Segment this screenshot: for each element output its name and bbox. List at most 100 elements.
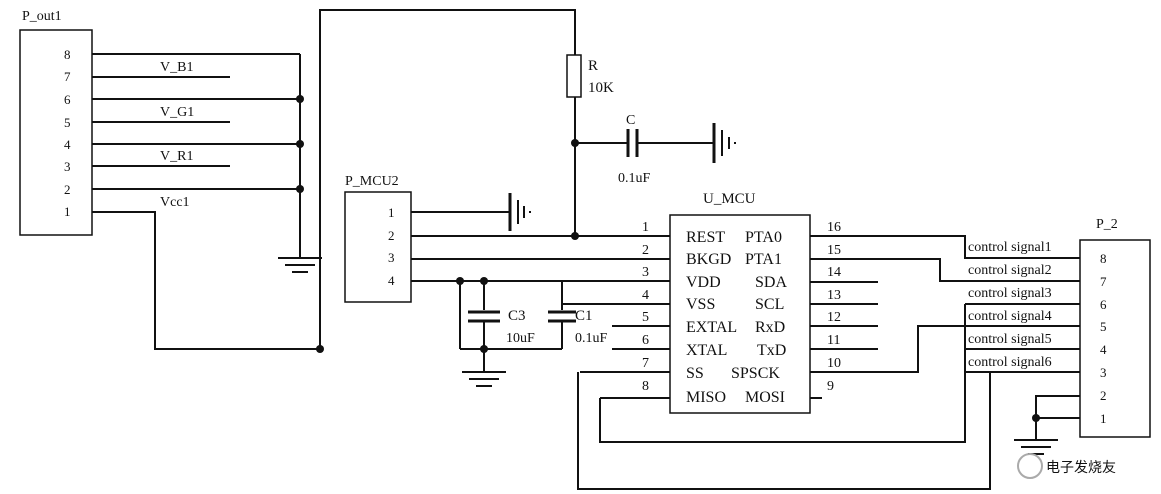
vcc-rail (316, 9, 576, 353)
net-label-v-r1: V_R1 (160, 149, 193, 164)
net-label-v-g1: V_G1 (160, 105, 194, 120)
p-mcu2-body (344, 191, 412, 303)
u-mcu-pin-num-11: 11 (827, 333, 840, 348)
u-mcu-pin-label-txd: TxD (757, 342, 786, 359)
resistor-value: 10K (588, 80, 614, 96)
u-mcu-pin-num-13: 13 (827, 288, 841, 303)
u-mcu-pin-label-rxd: RxD (755, 319, 785, 336)
p-mcu2-name: P_MCU2 (345, 174, 399, 189)
u-mcu-pin-label-vdd: VDD (686, 274, 721, 291)
resistor-body (566, 54, 582, 98)
junction-dot (1032, 414, 1040, 422)
watermark-logo-icon (1017, 453, 1043, 479)
p-out1-pin-1: 1 (64, 204, 71, 219)
u-mcu-pin-num-5: 5 (642, 310, 649, 325)
junction-dot (296, 95, 304, 103)
u-mcu-pin-label-rest: REST (686, 229, 725, 246)
u-mcu-pin-label-bkgd: BKGD (686, 251, 731, 268)
u-mcu-pin-num-1: 1 (642, 220, 649, 235)
u-mcu-pin-label-pta1: PTA1 (745, 251, 782, 268)
control-signal-wires: control signal1 control signal2 control … (577, 235, 1080, 490)
control-signal-4-label: control signal4 (968, 309, 1052, 324)
p-out1-name: P_out1 (22, 9, 62, 24)
u-mcu-pin-num-10: 10 (827, 356, 841, 371)
p-out1-pin-3: 3 (64, 159, 71, 174)
p-out1-pin-4: 4 (64, 137, 71, 152)
watermark-text: 电子发烧友 (1046, 460, 1116, 476)
cap-c1-value: 0.1uF (575, 331, 608, 346)
u-mcu-pin-label-pta0: PTA0 (745, 229, 782, 246)
u-mcu-pin-label-sda: SDA (755, 274, 787, 291)
u-mcu-chip: U_MCU 1 2 3 4 5 6 7 8 REST BKGD VDD VSS … (562, 191, 878, 414)
junction-dot (296, 140, 304, 148)
u-mcu-pin-num-15: 15 (827, 243, 841, 258)
p-mcu2-wires (411, 193, 670, 305)
p-mcu2-pin-4: 4 (388, 273, 395, 288)
p-out1-body (19, 29, 93, 236)
cap-c1-name: C1 (575, 308, 593, 324)
p-2-pin-6: 6 (1100, 297, 1107, 312)
p-2-pin-3: 3 (1100, 365, 1107, 380)
p-mcu2-connector: P_MCU2 1 2 3 4 (344, 174, 412, 303)
control-signal-3-label: control signal3 (968, 286, 1052, 301)
p-out1-wires: V_B1 V_G1 V_R1 Vcc1 (92, 53, 320, 350)
control-signal-1-label: control signal1 (968, 240, 1052, 255)
u-mcu-pin-label-xtal: XTAL (686, 342, 727, 359)
p-2-pin-2: 2 (1100, 388, 1107, 403)
u-mcu-pin-label-extal: EXTAL (686, 319, 737, 336)
u-mcu-pin-num-2: 2 (642, 243, 649, 258)
u-mcu-pin-label-scl: SCL (755, 296, 784, 313)
p-mcu2-pin-2: 2 (388, 228, 395, 243)
p-mcu2-pin-1: 1 (388, 205, 395, 220)
u-mcu-pin-label-spsck: SPSCK (731, 365, 780, 382)
p-2-pin-5: 5 (1100, 319, 1107, 334)
junction-dot (296, 185, 304, 193)
p-out1-pin-2: 2 (64, 182, 71, 197)
p-2-pin-1: 1 (1100, 411, 1107, 426)
p-2-pin-8: 8 (1100, 251, 1107, 266)
net-label-vcc1: Vcc1 (160, 195, 190, 210)
control-signal-6-label: control signal6 (968, 355, 1052, 370)
ground-symbol (278, 257, 322, 273)
u-mcu-pin-num-12: 12 (827, 310, 841, 325)
u-mcu-pin-num-7: 7 (642, 356, 649, 371)
u-mcu-pin-label-mosi: MOSI (745, 389, 785, 406)
cap-c3-value: 10uF (506, 331, 535, 346)
p-2-name: P_2 (1096, 217, 1118, 232)
p-2-body (1079, 239, 1151, 438)
ground-symbol (462, 371, 506, 387)
u-mcu-pin-num-3: 3 (642, 265, 649, 280)
p-out1-pin-6: 6 (64, 92, 71, 107)
junction-dot (571, 232, 579, 240)
u-mcu-name: U_MCU (703, 191, 756, 207)
u-mcu-pin-num-14: 14 (827, 265, 841, 280)
capacitor-c: C 0.1uF (575, 113, 736, 186)
p-2-connector: P_2 8 7 6 5 4 3 2 1 (1032, 217, 1151, 440)
watermark: 电子发烧友 (1017, 453, 1116, 479)
u-mcu-pin-num-6: 6 (642, 333, 649, 348)
p-out1-pin-7: 7 (64, 69, 71, 84)
control-signal-5-label: control signal5 (968, 332, 1052, 347)
ground-symbol (1014, 439, 1058, 455)
u-mcu-pin-num-9: 9 (827, 379, 834, 394)
control-signal-2-label: control signal2 (968, 263, 1052, 278)
cap-c-name: C (626, 113, 635, 128)
p-mcu2-pin-3: 3 (388, 250, 395, 265)
p-out1-connector: P_out1 8 7 6 5 4 3 2 1 (19, 9, 93, 236)
resistor-r: R 10K (566, 54, 614, 236)
cap-c-value: 0.1uF (618, 171, 651, 186)
u-mcu-pin-num-16: 16 (827, 220, 841, 235)
p-2-pin-7: 7 (1100, 274, 1107, 289)
junction-dot (316, 345, 324, 353)
u-mcu-pin-num-8: 8 (642, 379, 649, 394)
u-mcu-pin-label-vss: VSS (686, 296, 715, 313)
u-mcu-pin-num-4: 4 (642, 288, 649, 303)
resistor-name: R (588, 58, 598, 74)
p-2-pin-4: 4 (1100, 342, 1107, 357)
capacitors-c3-c1: C3 10uF C1 0.1uF (459, 281, 608, 372)
u-mcu-body (669, 214, 811, 414)
p-out1-pin-8: 8 (64, 47, 71, 62)
p-out1-pin-5: 5 (64, 115, 71, 130)
net-label-v-b1: V_B1 (160, 60, 193, 75)
